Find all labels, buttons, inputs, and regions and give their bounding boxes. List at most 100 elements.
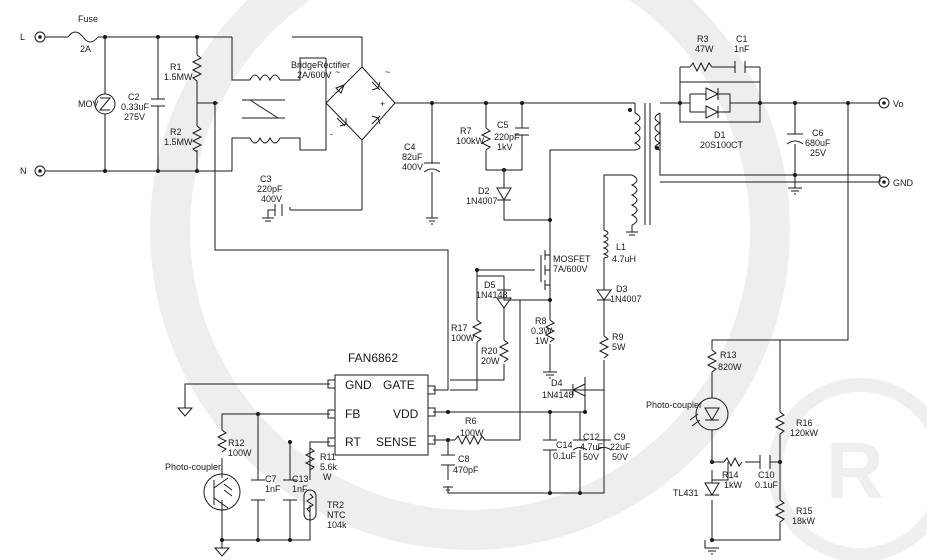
c12-value: 4.7uF (580, 442, 604, 452)
svg-text:~: ~ (335, 67, 340, 77)
r14-value: 1kW (724, 480, 743, 490)
terminal-n-label: N (20, 166, 27, 176)
c9-label: C9 (614, 432, 626, 442)
c5-value: 220pF (494, 132, 520, 142)
r8-value: 0.3W (531, 326, 553, 336)
d5-label: D5 (484, 280, 496, 290)
r17-label: R17 (451, 323, 468, 333)
c8-value: 470pF (453, 465, 479, 475)
r3-value: 47W (695, 44, 714, 54)
labels: Fuse 2A MOV C2 0.33uF 275V R1 1.5MW R2 1… (78, 14, 914, 530)
r13-value: 820W (718, 362, 742, 372)
tr2-label: TR2 (327, 500, 344, 510)
c5-rating: 1kV (497, 142, 513, 152)
wires (45, 36, 880, 548)
tl431-label: TL431 (673, 488, 699, 498)
r2-label: R2 (170, 127, 182, 137)
r16-value: 120kW (790, 428, 819, 438)
c12-label: C12 (583, 432, 600, 442)
r14-label: R14 (722, 470, 739, 480)
tr2-value: 104k (327, 520, 347, 530)
svg-text:+: + (380, 99, 385, 109)
c13-label: C13 (292, 474, 309, 484)
gnd-label: GND (893, 178, 914, 188)
c1-value: 1nF (734, 44, 750, 54)
c4-label: C4 (404, 142, 416, 152)
svg-text:-: - (330, 129, 333, 139)
c9-value: 22uF (610, 442, 631, 452)
r9-label: R9 (612, 332, 624, 342)
mosfet-value: 7A/600V (553, 264, 588, 274)
c7-label: C7 (265, 474, 277, 484)
c14-label: C14 (556, 440, 573, 450)
r16-label: R16 (796, 418, 813, 428)
r15-value: 18kW (792, 516, 816, 526)
ic-pin-fb: FB (345, 407, 360, 421)
r8-rating: 1W (535, 336, 549, 346)
ic-name: FAN6862 (348, 351, 398, 365)
r1-label: R1 (170, 62, 182, 72)
d4-value: 1N4148 (542, 390, 574, 400)
r7-value: 100kW (456, 136, 485, 146)
ic-pin-gate: GATE (383, 378, 415, 392)
r7-label: R7 (460, 126, 472, 136)
c3-label: C3 (260, 174, 272, 184)
c2-value: 0.33uF (121, 102, 150, 112)
c8-label: C8 (458, 454, 470, 464)
mosfet-label: MOSFET (553, 254, 591, 264)
r17-value: 100W (451, 333, 475, 343)
c7-value: 1nF (265, 484, 281, 494)
mov-label: MOV (78, 99, 99, 109)
junctions (103, 35, 850, 542)
l1-label: L1 (616, 242, 626, 252)
r12-label: R12 (228, 438, 245, 448)
fuse-value: 2A (80, 44, 91, 54)
r20-label: R20 (481, 346, 498, 356)
svg-text:R: R (826, 426, 884, 515)
c10-value: 0.1uF (755, 480, 779, 490)
r11-value: 5.6k (320, 462, 338, 472)
r3-label: R3 (697, 34, 709, 44)
d3-value: 1N4007 (610, 294, 642, 304)
r9-value: 5W (612, 342, 626, 352)
r8-label: R8 (535, 316, 547, 326)
r15-label: R15 (796, 506, 813, 516)
r6-value: 100W (460, 428, 484, 438)
d1-value: 20S100CT (700, 140, 744, 150)
c4-value: 82uF (402, 152, 423, 162)
d5-value: 1N4148 (476, 290, 508, 300)
photo-left-label: Photo-coupler (165, 462, 221, 472)
c4-rating: 400V (402, 162, 423, 172)
symbols: ~ ~ - + (67, 31, 890, 557)
watermark: R (150, 0, 927, 560)
d4-label: D4 (551, 378, 563, 388)
l1-value: 4.7uH (612, 254, 636, 264)
r11-label: R11 (320, 452, 336, 462)
svg-text:~: ~ (385, 67, 390, 77)
r11-unit: W (323, 472, 332, 482)
terminal-l-label: L (20, 32, 25, 42)
vout-label: Vo (893, 99, 904, 109)
ic-pin-sense: SENSE (376, 435, 417, 449)
d2-label: D2 (478, 186, 490, 196)
r20-value: 20W (481, 356, 500, 366)
ic-pin-vdd: VDD (393, 407, 419, 421)
c2-label: C2 (128, 92, 140, 102)
r12-value: 100W (228, 448, 252, 458)
c6-value: 680uF (805, 138, 831, 148)
d2-value: 1N4007 (466, 196, 498, 206)
photo-right-label: Photo-coupler (646, 400, 702, 410)
r1-value: 1.5MW (164, 72, 193, 82)
fuse-label: Fuse (78, 14, 98, 24)
c2-rating: 275V (124, 112, 145, 122)
bridge-value: 2A/600V (297, 70, 332, 80)
r6-label: R6 (465, 416, 477, 426)
c5-label: C5 (497, 120, 509, 130)
ic-pin-gnd: GND (345, 378, 372, 392)
d1-label: D1 (714, 130, 726, 140)
ic-pin-rt: RT (345, 435, 361, 449)
c9-rating: 50V (612, 452, 628, 462)
c12-rating: 50V (583, 452, 599, 462)
c3-value: 220pF (257, 184, 283, 194)
